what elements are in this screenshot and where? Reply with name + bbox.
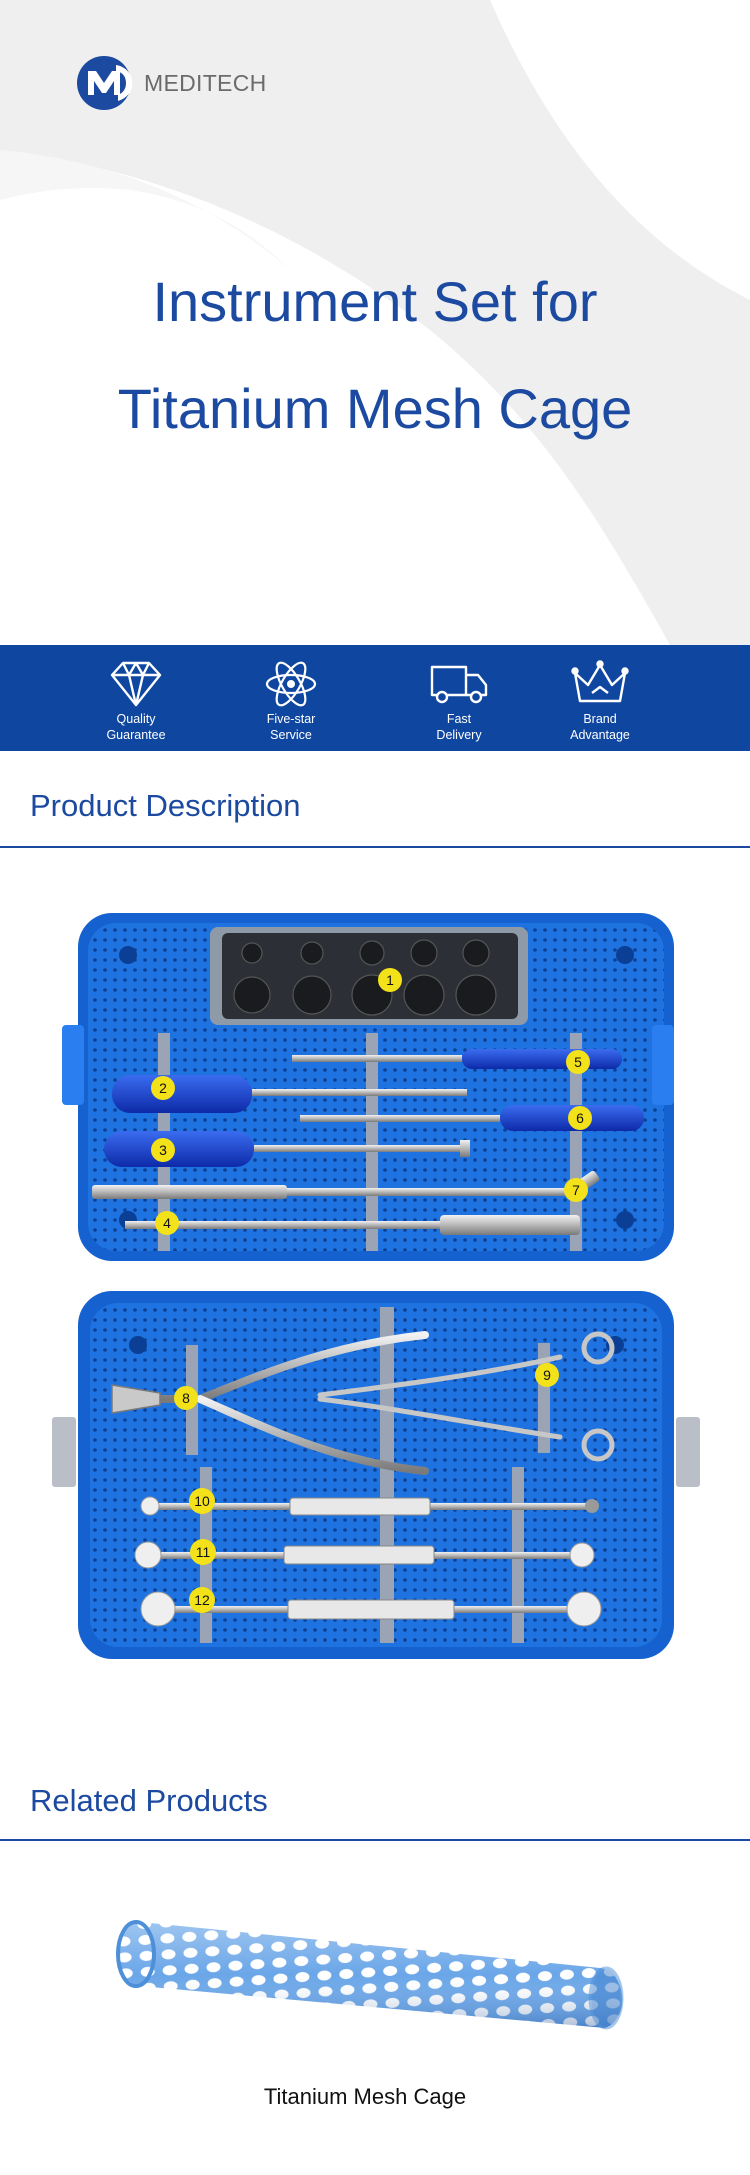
marker-label: 7 xyxy=(572,1182,580,1198)
meditech-logo-icon xyxy=(77,56,133,110)
feature-delivery: Fast Delivery xyxy=(404,659,514,743)
section-divider xyxy=(0,846,750,848)
marker-label: 1 xyxy=(386,972,394,988)
marker-label: 12 xyxy=(194,1592,210,1608)
marker-label: 5 xyxy=(574,1054,582,1070)
atom-icon xyxy=(265,661,317,707)
feature-label-1: Five-star xyxy=(266,712,316,726)
instrument-set-image: 1 2 3 4 5 6 7 8 9 10 11 12 xyxy=(52,913,700,1659)
feature-label-1: Brand xyxy=(583,712,617,726)
marker-label: 11 xyxy=(196,1544,211,1560)
marker-label: 8 xyxy=(182,1390,190,1406)
marker-label: 10 xyxy=(194,1493,210,1509)
diamond-icon xyxy=(110,661,162,707)
marker-10: 10 xyxy=(189,1488,215,1514)
feature-label-1: Quality xyxy=(116,712,156,726)
related-product-name[interactable]: Titanium Mesh Cage xyxy=(263,2084,467,2109)
page-title-line-1: Instrument Set for xyxy=(152,270,598,333)
marker-label: 3 xyxy=(159,1142,167,1158)
feature-service: Five-star Service xyxy=(236,659,346,743)
crown-icon xyxy=(571,660,629,703)
marker-8: 8 xyxy=(174,1386,198,1410)
marker-label: 4 xyxy=(163,1215,171,1231)
product-description-title: Product Description xyxy=(30,788,301,823)
marker-12: 12 xyxy=(189,1587,215,1613)
marker-7: 7 xyxy=(564,1178,588,1202)
marker-label: 9 xyxy=(543,1367,551,1383)
marker-5: 5 xyxy=(566,1050,590,1074)
marker-2: 2 xyxy=(151,1076,175,1100)
feature-quality: Quality Guarantee xyxy=(81,659,191,743)
titanium-mesh-cage-icon xyxy=(116,1920,624,2030)
marker-6: 6 xyxy=(568,1106,592,1130)
feature-bar: Quality Guarantee Five-star Service Fast… xyxy=(0,645,750,751)
hero-background xyxy=(0,0,750,645)
marker-1: 1 xyxy=(378,968,402,992)
marker-3: 3 xyxy=(151,1138,175,1162)
brand-logo[interactable]: MEDITECH xyxy=(76,55,267,111)
marker-4: 4 xyxy=(155,1211,179,1235)
marker-9: 9 xyxy=(535,1363,559,1387)
marker-label: 2 xyxy=(159,1080,167,1096)
section-divider xyxy=(0,1839,750,1841)
feature-label-2: Guarantee xyxy=(106,728,166,742)
bottom-tray xyxy=(52,1291,700,1659)
feature-label-2: Delivery xyxy=(436,728,482,742)
feature-brand: Brand Advantage xyxy=(545,659,655,743)
feature-label-1: Fast xyxy=(446,712,472,726)
instrument-markers: 1 2 3 4 5 6 7 8 9 10 11 12 xyxy=(151,968,592,1613)
related-product-image[interactable] xyxy=(0,1910,750,2060)
page-title-line-2: Titanium Mesh Cage xyxy=(117,377,633,440)
marker-11: 11 xyxy=(190,1539,216,1565)
feature-label-2: Advantage xyxy=(570,728,630,742)
hero-banner: MEDITECH Instrument Set for Titanium Mes… xyxy=(0,0,750,645)
brand-name: MEDITECH xyxy=(144,69,267,96)
marker-label: 6 xyxy=(576,1110,584,1126)
truck-icon xyxy=(430,665,488,704)
related-products-title: Related Products xyxy=(30,1783,268,1818)
feature-label-2: Service xyxy=(270,728,312,742)
